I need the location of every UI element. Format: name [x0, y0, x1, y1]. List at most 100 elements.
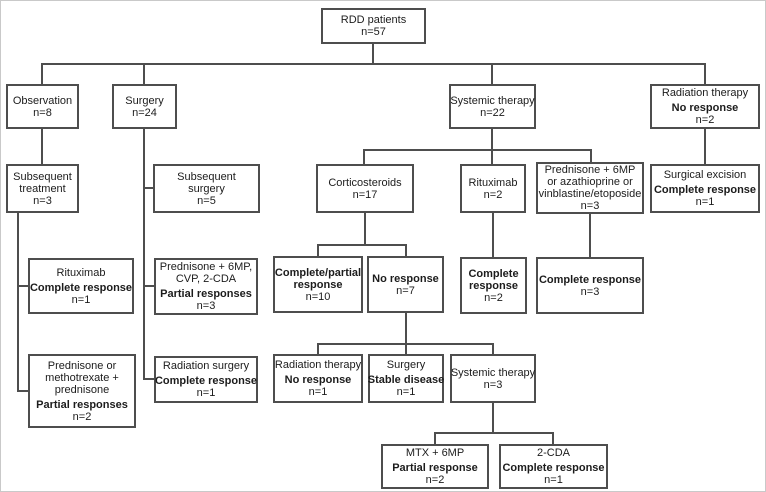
node-text-line: response	[469, 279, 518, 292]
node-text-line: No response	[671, 102, 739, 114]
node-text-line: Radiation therapy	[661, 87, 749, 99]
node-text-line: 2-CDA	[536, 447, 570, 459]
connector-vertical-line	[317, 245, 319, 257]
connector-horizontal-line	[317, 244, 407, 246]
connector-horizontal-line	[434, 432, 554, 434]
connector-vertical-line	[492, 403, 494, 434]
node-text-line: Subsequent	[177, 170, 236, 183]
node-text-line: n=8	[33, 106, 52, 119]
connector-vertical-line	[491, 150, 493, 165]
node-text-line: Complete/partial	[274, 266, 362, 279]
connector-horizontal-line	[17, 285, 30, 287]
connector-horizontal-line	[143, 187, 155, 189]
connector-vertical-line	[590, 150, 592, 163]
connector-vertical-line	[491, 129, 493, 151]
connector-vertical-line	[405, 245, 407, 257]
node-text-line: n=22	[480, 106, 505, 119]
connector-horizontal-line	[41, 63, 706, 65]
node-text-line: Surgery	[386, 359, 426, 371]
node-text-line: n=24	[132, 106, 157, 119]
node-text-line: n=3	[33, 194, 52, 207]
node-text-line: Partial responses	[160, 288, 252, 300]
node-text-line: prednisone	[54, 383, 110, 396]
node-text-line: Radiation surgery	[162, 360, 250, 372]
connector-vertical-line	[491, 64, 493, 85]
node-text-line: n=3	[580, 285, 600, 298]
node-text-line: Complete response	[653, 184, 757, 196]
node-text-line: Surgical excision	[663, 169, 747, 181]
node-text-line: Rituximab	[468, 176, 518, 189]
node-text-line: Prednisone + 6MP,	[159, 261, 253, 273]
connector-vertical-line	[363, 150, 365, 165]
connector-vertical-line	[41, 129, 43, 165]
node-text-line: Prednisone + 6MP	[544, 164, 636, 176]
node-text-line: Prednisone or	[47, 359, 117, 372]
node-text-line: RDD patients	[340, 14, 407, 26]
connector-vertical-line	[143, 129, 145, 380]
node-text-line: n=2	[484, 291, 503, 304]
connector-vertical-line	[364, 213, 366, 246]
connector-vertical-line	[704, 64, 706, 85]
node-text-line: n=1	[544, 474, 563, 486]
node-text-line: No response	[372, 272, 439, 285]
connector-horizontal-line	[17, 390, 30, 392]
node-text-line: Corticosteroids	[328, 176, 402, 189]
connector-vertical-line	[492, 344, 494, 355]
connector-vertical-line	[552, 433, 554, 445]
node-text-line: Subsequent	[13, 170, 72, 183]
connector-vertical-line	[434, 433, 436, 445]
node-text-line: n=2	[425, 474, 445, 486]
node-text-line: n=2	[483, 188, 503, 201]
node-text-line: Systemic therapy	[450, 366, 536, 379]
node-text-line: Complete response	[154, 375, 258, 387]
node-text-line: n=57	[361, 26, 386, 38]
connector-vertical-line	[143, 64, 145, 85]
node-text-line: n=1	[196, 387, 216, 399]
connector-vertical-line	[372, 43, 374, 65]
connector-vertical-line	[405, 344, 407, 355]
node-text-line: n=2	[695, 114, 715, 126]
node-text-line: No response	[284, 374, 352, 386]
node-text-line: n=2	[72, 410, 92, 423]
node-text-line: n=10	[305, 290, 331, 303]
node-text-line: n=7	[396, 284, 415, 297]
node-text-line: Complete response	[29, 281, 133, 294]
node-text-line: treatment	[19, 182, 66, 195]
connector-vertical-line	[492, 213, 494, 258]
node-text-line: Rituximab	[56, 266, 106, 279]
node-text-line: n=3	[196, 300, 216, 312]
node-text-line: Observation	[12, 94, 73, 107]
connector-vertical-line	[41, 64, 43, 85]
node-text-line: MTX + 6MP	[405, 447, 465, 459]
node-text-line: Stable disease	[367, 374, 445, 386]
node-text-line: Complete response	[538, 273, 642, 286]
node-text-line: Surgery	[125, 94, 164, 107]
node-text-line: n=1	[308, 386, 328, 398]
node-text-line: n=17	[352, 188, 378, 201]
connector-horizontal-line	[143, 285, 156, 287]
node-text-line: n=1	[71, 293, 91, 306]
node-text-line: n=3	[483, 378, 503, 391]
node-text-line: surgery	[188, 182, 225, 195]
node-text-line: Complete	[468, 267, 519, 280]
